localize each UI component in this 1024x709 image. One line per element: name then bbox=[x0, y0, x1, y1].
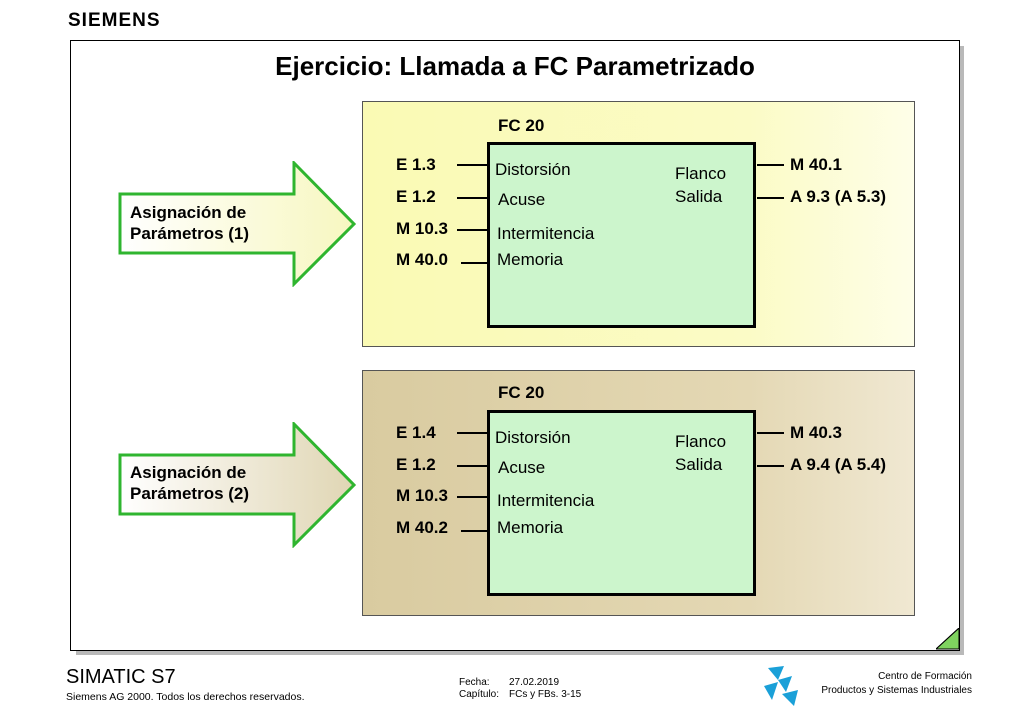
pin-label: Flanco bbox=[675, 164, 727, 183]
input-operand: M 10.3 bbox=[396, 219, 448, 238]
arrow-label-2: Asignación de Parámetros (2) bbox=[130, 462, 249, 504]
fc-label-1: FC 20 bbox=[498, 116, 545, 135]
page-fold-corner bbox=[936, 628, 960, 650]
arrow-label-line: Parámetros (1) bbox=[130, 224, 250, 243]
slide-title: Ejercicio: Llamada a FC Parametrizado bbox=[275, 51, 755, 81]
pin-label: Acuse bbox=[498, 190, 546, 209]
arrow-label-line: Parámetros (2) bbox=[130, 484, 250, 503]
assignment-arrow-2 bbox=[118, 422, 357, 548]
pin-label: Distorsión bbox=[495, 428, 571, 447]
connection-line bbox=[457, 465, 487, 467]
pin-label: Salida bbox=[675, 455, 723, 474]
connection-line bbox=[757, 465, 784, 467]
pin-label: Intermitencia bbox=[497, 491, 595, 510]
connection-line bbox=[457, 197, 487, 199]
fecha-label: Fecha: bbox=[459, 677, 490, 688]
assignment-arrow-1 bbox=[118, 161, 357, 287]
siemens-logo: SIEMENS bbox=[68, 10, 161, 31]
capitulo-label: Capítulo: bbox=[459, 689, 500, 700]
output-operand: M 40.3 bbox=[790, 423, 842, 442]
function-block-1 bbox=[487, 142, 756, 328]
fecha-value: 27.02.2019 bbox=[509, 677, 560, 688]
connection-line bbox=[757, 164, 784, 166]
input-operand: M 40.0 bbox=[396, 250, 448, 269]
footer-copyright: Siemens AG 2000. Todos los derechos rese… bbox=[66, 691, 305, 703]
training-center-logo-icon bbox=[764, 666, 798, 706]
center-line-1: Centro de Formación bbox=[878, 671, 972, 682]
arrow-label-line: Asignación de bbox=[130, 463, 247, 482]
pin-label: Memoria bbox=[497, 250, 564, 269]
function-block-2 bbox=[487, 410, 756, 596]
connection-line bbox=[461, 530, 487, 532]
input-operand: E 1.4 bbox=[396, 423, 436, 442]
connection-line bbox=[757, 197, 784, 199]
connection-line bbox=[457, 432, 487, 434]
input-operand: E 1.2 bbox=[396, 455, 436, 474]
pin-label: Intermitencia bbox=[497, 224, 595, 243]
capitulo-value: FCs y FBs. 3-15 bbox=[509, 689, 582, 700]
input-operand: E 1.2 bbox=[396, 187, 436, 206]
connection-line bbox=[461, 262, 487, 264]
pin-label: Salida bbox=[675, 187, 723, 206]
output-operand: A 9.4 (A 5.4) bbox=[790, 455, 887, 474]
connection-line bbox=[757, 432, 784, 434]
connection-line bbox=[457, 164, 487, 166]
pin-label: Distorsión bbox=[495, 160, 571, 179]
pin-label: Memoria bbox=[497, 518, 564, 537]
input-operand: M 10.3 bbox=[396, 486, 448, 505]
output-operand: M 40.1 bbox=[790, 155, 842, 174]
output-operand: A 9.3 (A 5.3) bbox=[790, 187, 887, 206]
pin-label: Acuse bbox=[498, 458, 546, 477]
arrow-label-line: Asignación de bbox=[130, 203, 247, 222]
footer-product: SIMATIC S7 bbox=[66, 666, 176, 688]
connection-line bbox=[457, 496, 487, 498]
input-operand: E 1.3 bbox=[396, 155, 436, 174]
center-line-2: Productos y Sistemas Industriales bbox=[821, 685, 972, 696]
input-operand: M 40.2 bbox=[396, 518, 448, 537]
pin-label: Flanco bbox=[675, 432, 727, 451]
connection-line bbox=[457, 229, 487, 231]
arrow-label-1: Asignación de Parámetros (1) bbox=[130, 202, 249, 244]
fc-label-2: FC 20 bbox=[498, 383, 545, 402]
